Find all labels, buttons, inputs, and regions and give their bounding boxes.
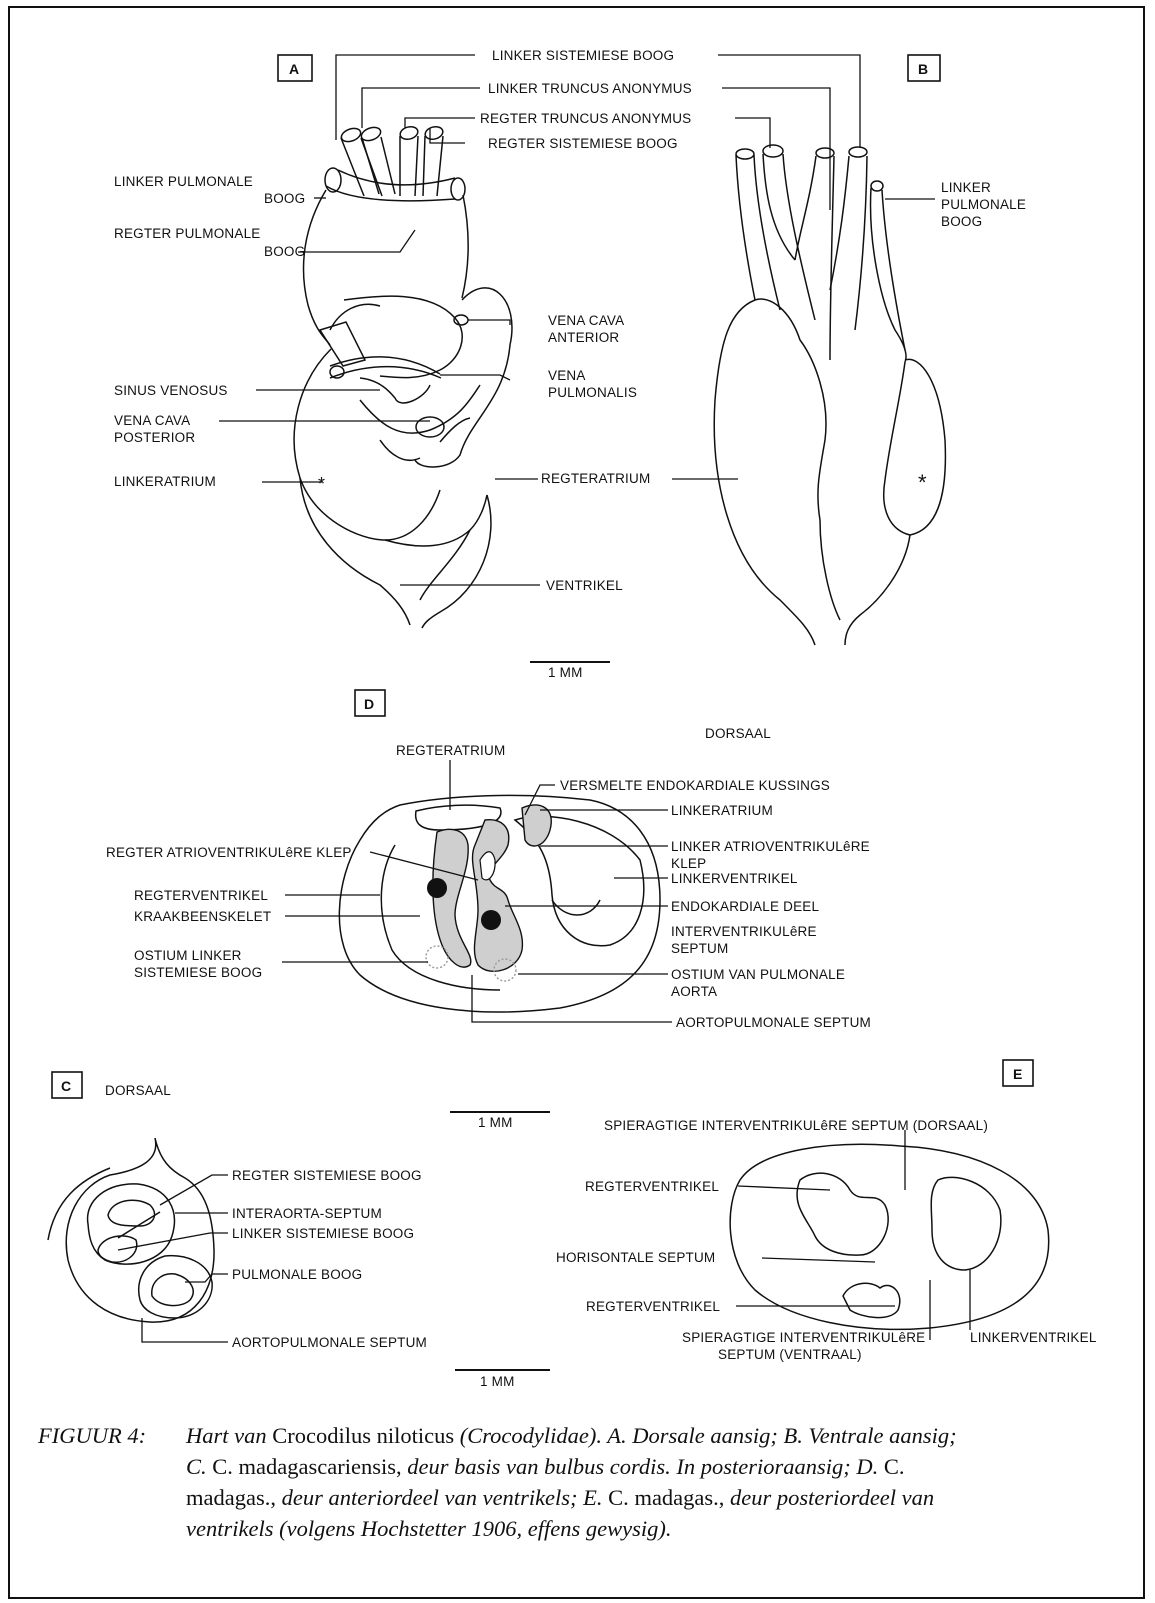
caption-t12: deur posteriordeel van bbox=[730, 1485, 934, 1510]
scale-ab-label: 1 MM bbox=[548, 665, 583, 680]
label-ventrikel: VENTRIKEL bbox=[546, 578, 623, 593]
scale-bar-ab: 1 MM bbox=[530, 662, 610, 680]
label-spieragtige-ventraal-1: SPIERAGTIGE INTERVENTRIKULêRE bbox=[682, 1330, 925, 1345]
label-linker-sistemiese-boog-a: LINKER SISTEMIESE BOOG bbox=[492, 48, 674, 63]
caption-t3: (Crocodylidae). A. Dorsale aansig; B. Ve… bbox=[460, 1423, 957, 1448]
label-regter-sistemiese-boog-a: REGTER SISTEMIESE BOOG bbox=[488, 136, 678, 151]
label-spieragtige-dorsaal: SPIERAGTIGE INTERVENTRIKULêRE SEPTUM (DO… bbox=[604, 1118, 988, 1133]
label-linker-av-klep-2: KLEP bbox=[671, 856, 706, 871]
label-regterventrikel-e-1: REGTERVENTRIKEL bbox=[585, 1179, 719, 1194]
label-linkerventrikel-d: LINKERVENTRIKEL bbox=[671, 871, 798, 886]
label-ostium-linker-1: OSTIUM LINKER bbox=[134, 948, 242, 963]
caption-t11: madagas., bbox=[634, 1485, 724, 1510]
label-linker-pulmonale-b-2: PULMONALE bbox=[941, 197, 1026, 212]
panel-e-letter: E bbox=[1013, 1066, 1023, 1082]
label-linker-pulmonale-b-1: LINKER bbox=[941, 180, 991, 195]
label-linkerventrikel-e: LINKERVENTRIKEL bbox=[970, 1330, 1097, 1345]
label-spieragtige-ventraal-2: SEPTUM (VENTRAAL) bbox=[718, 1347, 862, 1362]
caption-t2: Crocodilus niloticus bbox=[272, 1423, 454, 1448]
label-interaorta-septum: INTERAORTA-SEPTUM bbox=[232, 1206, 382, 1221]
label-ostium-pulm-1: OSTIUM VAN PULMONALE bbox=[671, 967, 845, 982]
panel-d-letter: D bbox=[364, 696, 374, 712]
panel-e-leaders bbox=[736, 1130, 970, 1340]
label-interventrikulere-2: SEPTUM bbox=[671, 941, 728, 956]
scale-d-label: 1 MM bbox=[478, 1115, 513, 1130]
label-pulmonale-boog: PULMONALE BOOG bbox=[232, 1267, 362, 1282]
label-regter-pulmonale-1: REGTER PULMONALE bbox=[114, 226, 260, 241]
panel-a-vessels bbox=[325, 125, 465, 201]
caption-t4: C. bbox=[186, 1454, 207, 1479]
label-aortopulmonale-d: AORTOPULMONALE SEPTUM bbox=[676, 1015, 871, 1030]
label-kraakbeenskelet: KRAAKBEENSKELET bbox=[134, 909, 271, 924]
caption-t9: deur anteriordeel van ventrikels; E. bbox=[282, 1485, 603, 1510]
label-regter-pulmonale-2: BOOG bbox=[264, 244, 305, 259]
scale-c-label: 1 MM bbox=[480, 1374, 515, 1389]
panel-c: C DORSAAL REGTER SISTEMIESE BOOG INTERAO… bbox=[48, 1072, 550, 1389]
panel-a-heart bbox=[294, 190, 512, 628]
label-aortopulmonale-c: AORTOPULMONALE SEPTUM bbox=[232, 1335, 427, 1350]
label-linker-pulmonale-b-3: BOOG bbox=[941, 214, 982, 229]
label-dorsaal-c: DORSAAL bbox=[105, 1083, 171, 1098]
label-linker-truncus-anonymus: LINKER TRUNCUS ANONYMUS bbox=[488, 81, 692, 96]
label-vena-cava-posterior-2: POSTERIOR bbox=[114, 430, 195, 445]
label-vena-pulmonalis-1: VENA bbox=[548, 368, 586, 383]
figure-caption: FIGUUR 4: Hart van Crocodilus niloticus … bbox=[38, 1420, 1118, 1544]
asterisk-a: * bbox=[318, 474, 325, 494]
scale-bar-d: 1 MM bbox=[450, 1112, 550, 1130]
label-regteratrium-a: REGTERATRIUM bbox=[541, 471, 650, 486]
label-horisontale-septum: HORISONTALE SEPTUM bbox=[556, 1250, 715, 1265]
panel-c-letter: C bbox=[61, 1078, 71, 1094]
label-regteratrium-d: REGTERATRIUM bbox=[396, 743, 505, 758]
panel-e: E SPIERAGTIGE INTERVENTRIKULêRE SEPTUM (… bbox=[556, 1060, 1097, 1362]
label-ostium-linker-2: SISTEMIESE BOOG bbox=[134, 965, 262, 980]
label-regterventrikel-e-2: REGTERVENTRIKEL bbox=[586, 1299, 720, 1314]
panel-b-letter: B bbox=[918, 61, 928, 77]
panel-d: D DORSAAL bbox=[106, 690, 871, 1030]
label-regter-av-klep: REGTER ATRIOVENTRIKULêRE KLEP bbox=[106, 845, 352, 860]
label-linker-av-klep-1: LINKER ATRIOVENTRIKULêRE bbox=[671, 839, 870, 854]
caption-t6: deur basis van bulbus cordis. In posteri… bbox=[407, 1454, 878, 1479]
label-interventrikulere-1: INTERVENTRIKULêRE bbox=[671, 924, 817, 939]
label-dorsaal-d: DORSAAL bbox=[705, 726, 771, 741]
label-vena-pulmonalis-2: PULMONALIS bbox=[548, 385, 637, 400]
caption-t10: C. bbox=[608, 1485, 629, 1510]
label-regter-sistemiese-boog-c: REGTER SISTEMIESE BOOG bbox=[232, 1168, 422, 1183]
panel-b-heart bbox=[714, 145, 945, 645]
label-versmelte-endokardiale-kussings: VERSMELTE ENDOKARDIALE KUSSINGS bbox=[560, 778, 830, 793]
label-linker-pulmonale-2: BOOG bbox=[264, 191, 305, 206]
label-sinus-venosus: SINUS VENOSUS bbox=[114, 383, 228, 398]
label-linker-sistemiese-boog-c: LINKER SISTEMIESE BOOG bbox=[232, 1226, 414, 1241]
label-ostium-pulm-2: AORTA bbox=[671, 984, 717, 999]
label-endokardiale-deel: ENDOKARDIALE DEEL bbox=[671, 899, 819, 914]
label-regter-truncus-anonymus: REGTER TRUNCUS ANONYMUS bbox=[480, 111, 691, 126]
caption-t5: C. madagascariensis, bbox=[212, 1454, 401, 1479]
label-vena-cava-anterior-1: VENA CAVA bbox=[548, 313, 624, 328]
label-linker-pulmonale-1: LINKER PULMONALE bbox=[114, 174, 253, 189]
panel-e-section bbox=[730, 1144, 1049, 1329]
caption-t13: ventrikels (volgens Hochstetter 1906, ef… bbox=[186, 1516, 672, 1541]
caption-lead: FIGUUR 4: bbox=[38, 1420, 146, 1451]
panel-a: A bbox=[114, 48, 692, 628]
caption-body: Hart van Crocodilus niloticus (Crocodyli… bbox=[186, 1420, 1118, 1544]
caption-t1: Hart van bbox=[186, 1423, 267, 1448]
panel-d-septum bbox=[426, 805, 551, 981]
label-vena-cava-anterior-2: ANTERIOR bbox=[548, 330, 619, 345]
asterisk-b: * bbox=[918, 470, 927, 495]
caption-t8: madagas., bbox=[186, 1485, 276, 1510]
label-linkeratrium-d: LINKERATRIUM bbox=[671, 803, 773, 818]
label-linkeratrium-a: LINKERATRIUM bbox=[114, 474, 216, 489]
panel-b: B bbox=[672, 55, 1026, 645]
label-vena-cava-posterior-1: VENA CAVA bbox=[114, 413, 190, 428]
label-regterventrikel-d: REGTERVENTRIKEL bbox=[134, 888, 268, 903]
caption-t7: C. bbox=[884, 1454, 905, 1479]
panel-a-letter: A bbox=[289, 61, 299, 77]
panel-c-section bbox=[48, 1138, 214, 1322]
